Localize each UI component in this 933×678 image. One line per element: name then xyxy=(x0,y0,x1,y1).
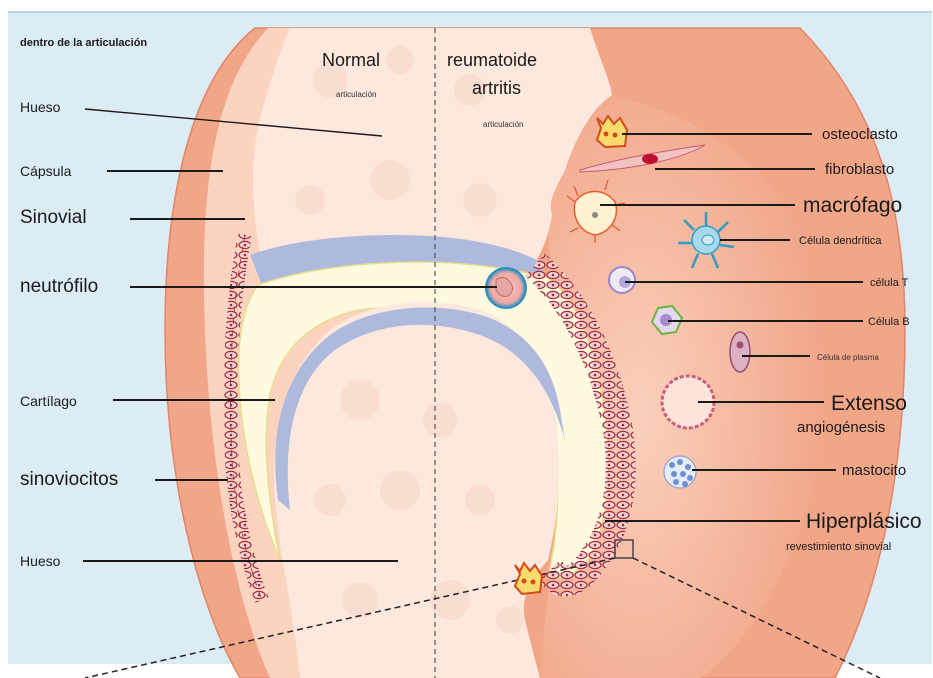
label-bone-top: Hueso xyxy=(20,99,61,115)
ra-title-line2: artritis xyxy=(472,78,521,98)
label-t-cell: célula T xyxy=(870,277,909,289)
label-capsule: Cápsula xyxy=(20,163,72,179)
label-macrophage: macrófago xyxy=(803,194,902,217)
label-synoviocytes: sinoviocitos xyxy=(20,469,118,490)
label-angiogenesis: angiogénesis xyxy=(797,419,885,436)
label-cartilage: Cartílago xyxy=(20,393,77,409)
inside-joint-label: dentro de la articulación xyxy=(20,37,147,49)
ra-sub-label: articulación xyxy=(483,120,523,129)
label-extensive: Extenso xyxy=(831,392,907,415)
label-b-cell: Célula B xyxy=(868,316,910,328)
t-cell xyxy=(609,267,635,293)
label-osteoclast: osteoclasto xyxy=(822,126,898,143)
mast-cell xyxy=(664,456,696,488)
label-synovium: Sinovial xyxy=(20,207,87,228)
label-hyperplastic: Hiperplásico xyxy=(806,510,922,533)
normal-sub-label: articulación xyxy=(336,90,376,99)
label-bone-bottom: Hueso xyxy=(20,553,61,569)
label-mast-cell: mastocito xyxy=(842,462,906,479)
label-fibroblast: fibroblasto xyxy=(825,161,894,178)
label-neutrophil: neutrófilo xyxy=(20,276,98,297)
ra-title-line1: reumatoide xyxy=(447,50,537,70)
label-dendritic-cell: Célula dendrítica xyxy=(799,235,882,247)
normal-title: Normal xyxy=(322,50,380,70)
label-plasma-cell: Célula de plasma xyxy=(817,353,879,362)
label-synovial-lining: revestimiento sinovial xyxy=(786,541,891,553)
plasma-cell xyxy=(730,332,750,372)
